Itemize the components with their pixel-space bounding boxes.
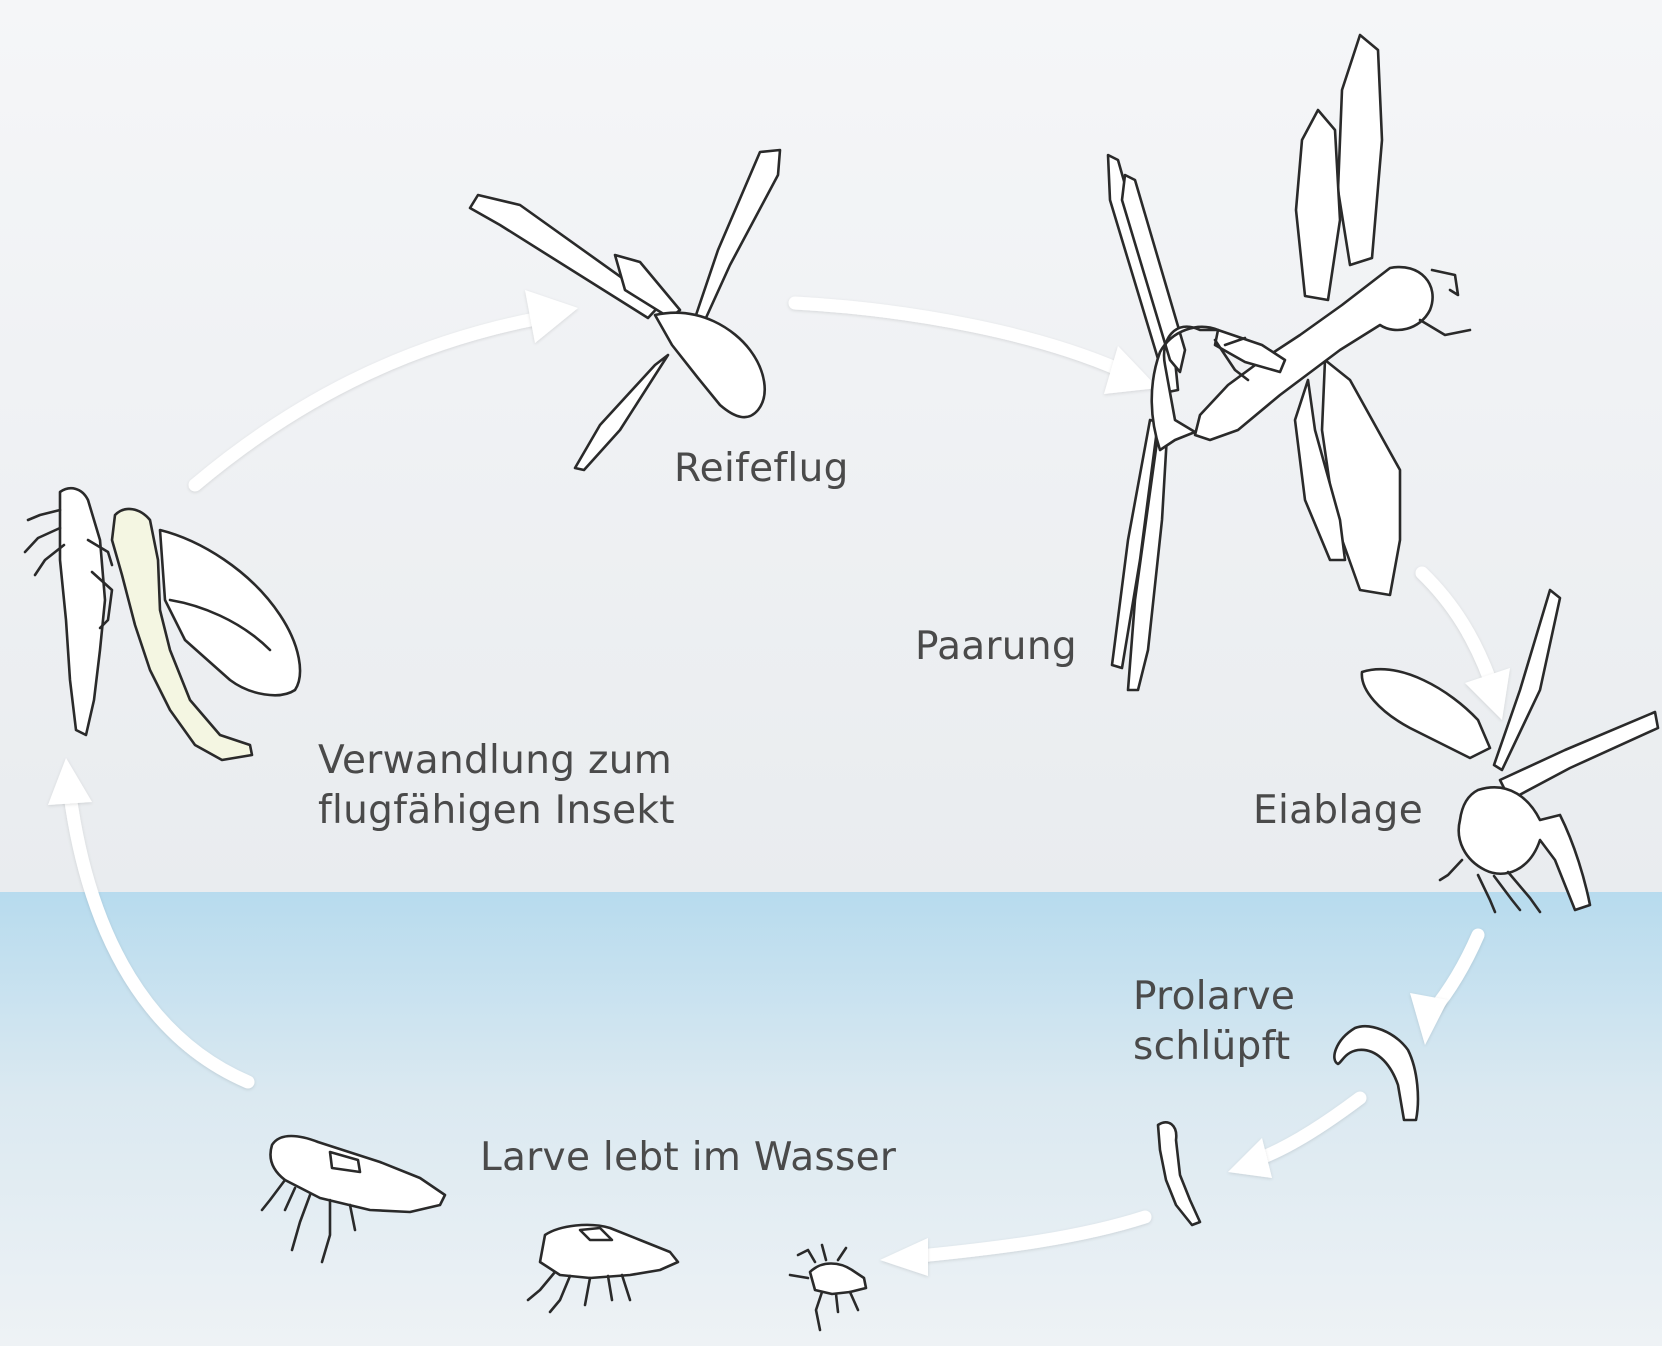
stage-label-reifeflug: Reifeflug [674, 444, 849, 494]
prolarve-line-2: schlüpft [1133, 1022, 1295, 1072]
stage-label-eiablage: Eiablage [1253, 786, 1423, 836]
stage-label-larve: Larve lebt im Wasser [480, 1133, 896, 1183]
stage-label-prolarve: Prolarve schlüpft [1133, 972, 1295, 1072]
verwandlung-line-2: flugfähigen Insekt [318, 786, 675, 836]
verwandlung-line-1: Verwandlung zum [318, 736, 675, 786]
stage-label-verwandlung: Verwandlung zum flugfähigen Insekt [318, 736, 675, 836]
prolarve-line-1: Prolarve [1133, 972, 1295, 1022]
stage-label-paarung: Paarung [915, 622, 1077, 672]
